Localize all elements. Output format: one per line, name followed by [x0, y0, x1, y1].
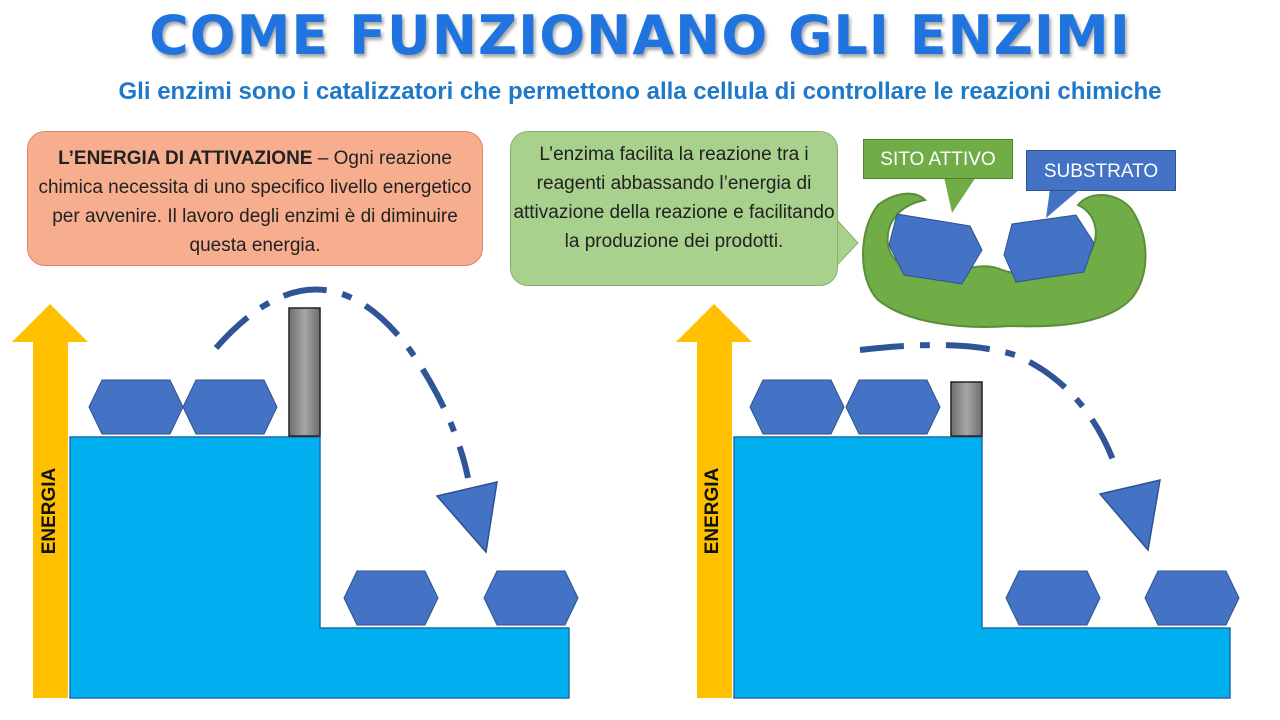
- enzyme-shape: [862, 192, 1147, 328]
- page-subtitle: Gli enzimi sono i catalizzatori che perm…: [118, 78, 1162, 105]
- product-molecule: [343, 570, 439, 626]
- product-molecule: [1144, 570, 1240, 626]
- callout-body: L’enzima facilita la reazione tra i reag…: [513, 144, 835, 252]
- activation-barrier-left: [288, 307, 321, 437]
- substrate-molecule: [888, 213, 983, 285]
- reactant-molecule: [182, 379, 278, 435]
- enzyme-callout: L’enzima facilita la reazione tra i reag…: [510, 131, 838, 286]
- energy-level-left: [69, 436, 570, 699]
- substrate-pointer: [1046, 189, 1080, 218]
- right-diagram: [676, 304, 1240, 699]
- energy-level-right: [733, 436, 1231, 699]
- reaction-path-arrow-right: [859, 342, 1118, 467]
- enzyme-callout-tail: [836, 218, 859, 267]
- callout-body: – Ogni reazione chimica necessita di uno…: [38, 148, 472, 256]
- energy-arrow-right: [676, 304, 752, 698]
- reaction-path-arrow-left: [213, 286, 471, 479]
- enzyme-illustration: [862, 177, 1147, 328]
- activation-energy-callout: L’ENERGIA DI ATTIVAZIONE – Ogni reazione…: [27, 131, 483, 266]
- energy-axis-label-left: ENERGIA: [39, 467, 60, 555]
- substrate-molecule: [1003, 214, 1095, 283]
- active-site-label: SITO ATTIVO: [863, 139, 1013, 179]
- reactant-molecule: [845, 379, 941, 435]
- reaction-arrowhead-right: [1098, 479, 1161, 552]
- reactant-molecule: [88, 379, 184, 435]
- energy-axis-label-right: ENERGIA: [702, 467, 723, 555]
- product-molecule: [1005, 570, 1101, 626]
- energy-arrow-left: [12, 304, 88, 698]
- left-diagram: [12, 286, 579, 699]
- activation-barrier-right: [950, 381, 983, 437]
- product-molecule: [483, 570, 579, 626]
- reactant-molecule: [749, 379, 845, 435]
- callout-heading: L’ENERGIA DI ATTIVAZIONE: [58, 148, 313, 169]
- page-title: COME FUNZIONANO GLI ENZIMI: [149, 4, 1131, 67]
- active-site-pointer: [944, 177, 976, 213]
- reaction-arrowhead-left: [435, 481, 498, 554]
- substrate-label: SUBSTRATO: [1026, 150, 1176, 191]
